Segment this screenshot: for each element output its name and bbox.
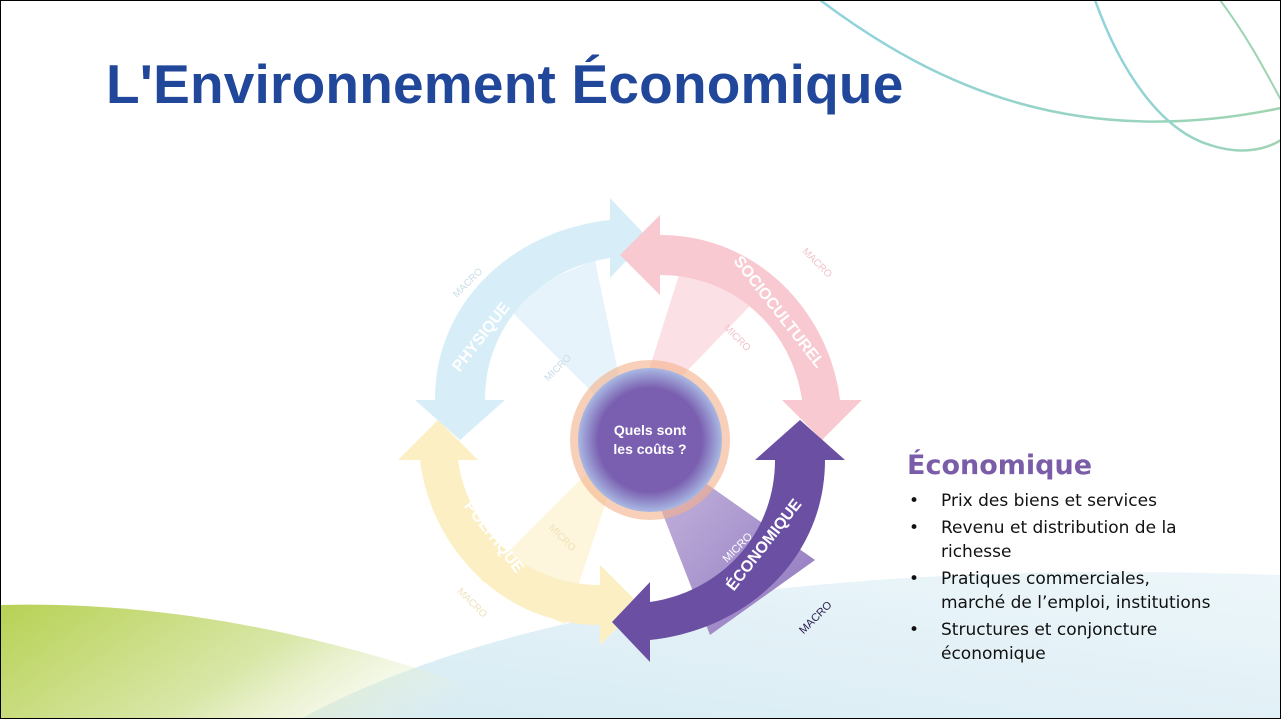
center-circle — [578, 368, 722, 512]
environment-cycle-diagram: PHYSIQUE SOCIOCULTUREL POLITIQUE ÉCONOMI… — [398, 198, 862, 662]
list-item-line: Structures et conjoncture — [941, 620, 1158, 640]
list-item-line: Prix des biens et services — [941, 491, 1157, 511]
bullet-icon: • — [909, 620, 920, 640]
center-question-line-2: les coûts ? — [613, 441, 687, 457]
label-socioculturel: SOCIOCULTUREL — [730, 253, 828, 371]
list-item-line: Pratiques commerciales, — [941, 569, 1150, 589]
list-item-line: marché de l’emploi, institutions — [941, 593, 1211, 613]
micro-label-socioculturel: MICRO — [721, 323, 753, 355]
top-right-curve-1 — [819, 0, 1281, 123]
arrow-politique — [398, 420, 640, 645]
bullet-icon: • — [909, 569, 920, 589]
center-question-line-1: Quels sont — [613, 422, 687, 439]
bullet-icon: • — [909, 491, 920, 511]
slide-title: L'Environnement Économique — [106, 53, 904, 115]
list-item: • Revenu et distribution de la richesse — [907, 516, 1279, 564]
bullet-icon: • — [909, 518, 920, 538]
top-right-curve-2 — [1093, 0, 1281, 152]
top-right-curve-3 — [1219, 0, 1281, 101]
macro-label-politique: MACRO — [455, 586, 489, 620]
macro-label-socioculturel: MACRO — [800, 246, 834, 280]
bottom-blue-wave — [300, 571, 1281, 719]
info-title: Économique — [907, 450, 1093, 481]
list-item-line: richesse — [941, 542, 1012, 562]
list-item: • Pratiques commerciales, marché de l’em… — [907, 567, 1279, 615]
info-list: • Prix des biens et services • Revenu et… — [907, 489, 1279, 666]
list-item-line: Revenu et distribution de la — [941, 518, 1177, 538]
list-item: • Structures et conjoncture économique — [907, 618, 1279, 666]
arrow-physique — [415, 198, 648, 440]
info-panel: Économique • Prix des biens et services … — [907, 450, 1279, 669]
list-item-line: économique — [941, 644, 1046, 664]
list-item: • Prix des biens et services — [907, 489, 1279, 513]
bottom-green-wave — [0, 604, 560, 719]
center-question: Quels sont les coûts ? — [575, 365, 725, 515]
arrow-economique — [612, 420, 845, 662]
arrow-socioculturel — [620, 215, 862, 440]
macro-label-economique: MACRO — [797, 599, 835, 637]
